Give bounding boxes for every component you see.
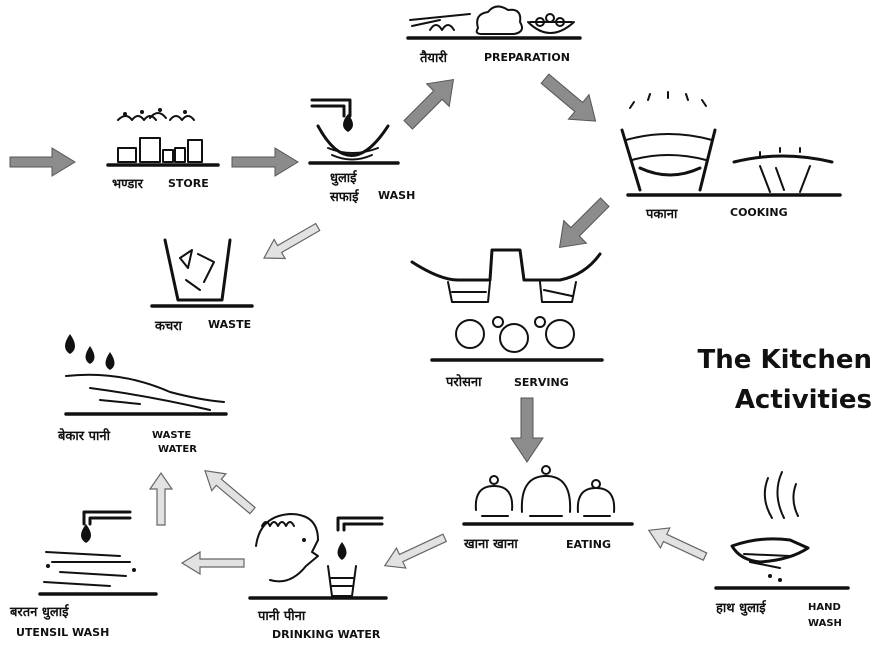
wash-illustration [308,98,400,165]
store-illustration [106,108,220,167]
node-store: भण्डार STORE [106,108,220,192]
waste-water-label-english-2: WATER [158,444,197,455]
arrow-drinking-to-utensil-wash [180,550,245,576]
arrow-drinking-to-waste-water [204,469,256,515]
node-waste: कचरा WASTE [150,238,254,334]
hand-wash-label-hindi: हाथ धुलाई [715,600,767,616]
store-label-english: STORE [168,177,209,190]
node-utensil-wash: बरतन धुलाई UTENSIL WASH [9,510,158,639]
node-cooking: पकाना COOKING [620,91,842,222]
preparation-label-hindi: तैयारी [419,50,448,66]
node-serving: परोसना SERVING [410,248,604,390]
serving-label-english: SERVING [514,376,569,389]
waste-label-hindi: कचरा [154,319,183,334]
waste-illustration [150,238,254,308]
wash-label-hindi-2: सफाई [329,189,360,205]
node-eating: खाना खाना EATING [462,465,634,552]
waste-water-illustration [64,334,228,416]
drinking-water-label-hindi: पानी पीना [257,608,306,624]
arrow-utensil-wash-to-waste-water [148,471,174,526]
cooking-label-hindi: पकाना [645,207,678,222]
eating-label-hindi: खाना खाना [463,537,518,552]
arrow-cooking-to-serving [558,197,610,249]
cooking-illustration [620,91,842,197]
waste-water-label-hindi: बेकार पानी [57,428,111,444]
eating-illustration [462,465,634,526]
node-preparation: तैयारी PREPARATION [406,5,582,66]
serving-label-hindi: परोसना [445,374,482,390]
store-label-hindi: भण्डार [112,177,144,192]
eating-label-english: EATING [566,538,611,551]
wash-label-english: WASH [378,189,415,202]
wash-label-hindi: धुलाई [330,170,358,186]
preparation-label-english: PREPARATION [484,51,570,64]
preparation-illustration [406,5,582,40]
flow-arrows [9,73,708,576]
waste-water-label-english: WASTE [152,430,191,441]
utensil-wash-label-english: UTENSIL WASH [16,626,109,639]
arrow-preparation-to-cooking [540,73,597,122]
drinking-water-label-english: DRINKING WATER [272,628,381,641]
hand-wash-illustration [714,471,850,590]
title-line-2: Activities [735,385,872,415]
waste-label-english: WASTE [208,318,251,331]
node-waste-water: बेकार पानी WASTE WATER [57,334,228,455]
arrow-serving-to-eating [510,397,544,463]
utensil-wash-label-hindi: बरतन धुलाई [9,604,69,620]
title-line-1: The Kitchen [698,345,872,375]
arrow-eating-to-drinking-water [383,533,448,569]
arrow-hand-wash-to-eating [647,527,708,561]
hand-wash-label-english-2: WASH [808,618,842,629]
node-wash: धुलाई सफाई WASH [308,98,415,205]
utensil-wash-illustration [38,510,158,596]
arrow-store-to-wash [231,147,299,177]
drinking-water-illustration [248,513,388,600]
cooking-label-english: COOKING [730,206,788,219]
arrow-wash-to-preparation [403,78,455,130]
diagram-title: The Kitchen Activities [698,345,872,415]
serving-illustration [410,248,604,362]
hand-wash-label-english: HAND [808,602,841,613]
node-drinking-water: पानी पीना DRINKING WATER [248,513,388,641]
arrow-entry-to-store [9,147,76,177]
arrow-wash-to-waste [263,222,321,260]
node-hand-wash: हाथ धुलाई HAND WASH [714,471,850,629]
